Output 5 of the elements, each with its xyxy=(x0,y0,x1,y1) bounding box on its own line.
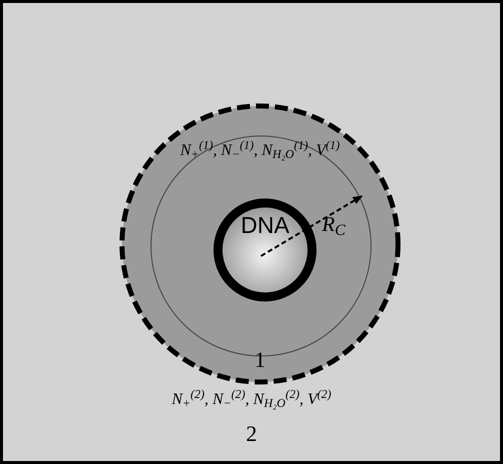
region-variables: N$_{+}$$^{(2)}$, N$_{−}$$^{(2)}$, N$_{H₂O}$$^{(2)}$, V$^{(2)}$ xyxy=(172,392,332,408)
region-number: 2 xyxy=(246,423,257,445)
dna-label: DNA xyxy=(240,214,290,237)
dashed-circle xyxy=(119,103,401,385)
radius-label: R$_{C}$ xyxy=(322,214,346,235)
